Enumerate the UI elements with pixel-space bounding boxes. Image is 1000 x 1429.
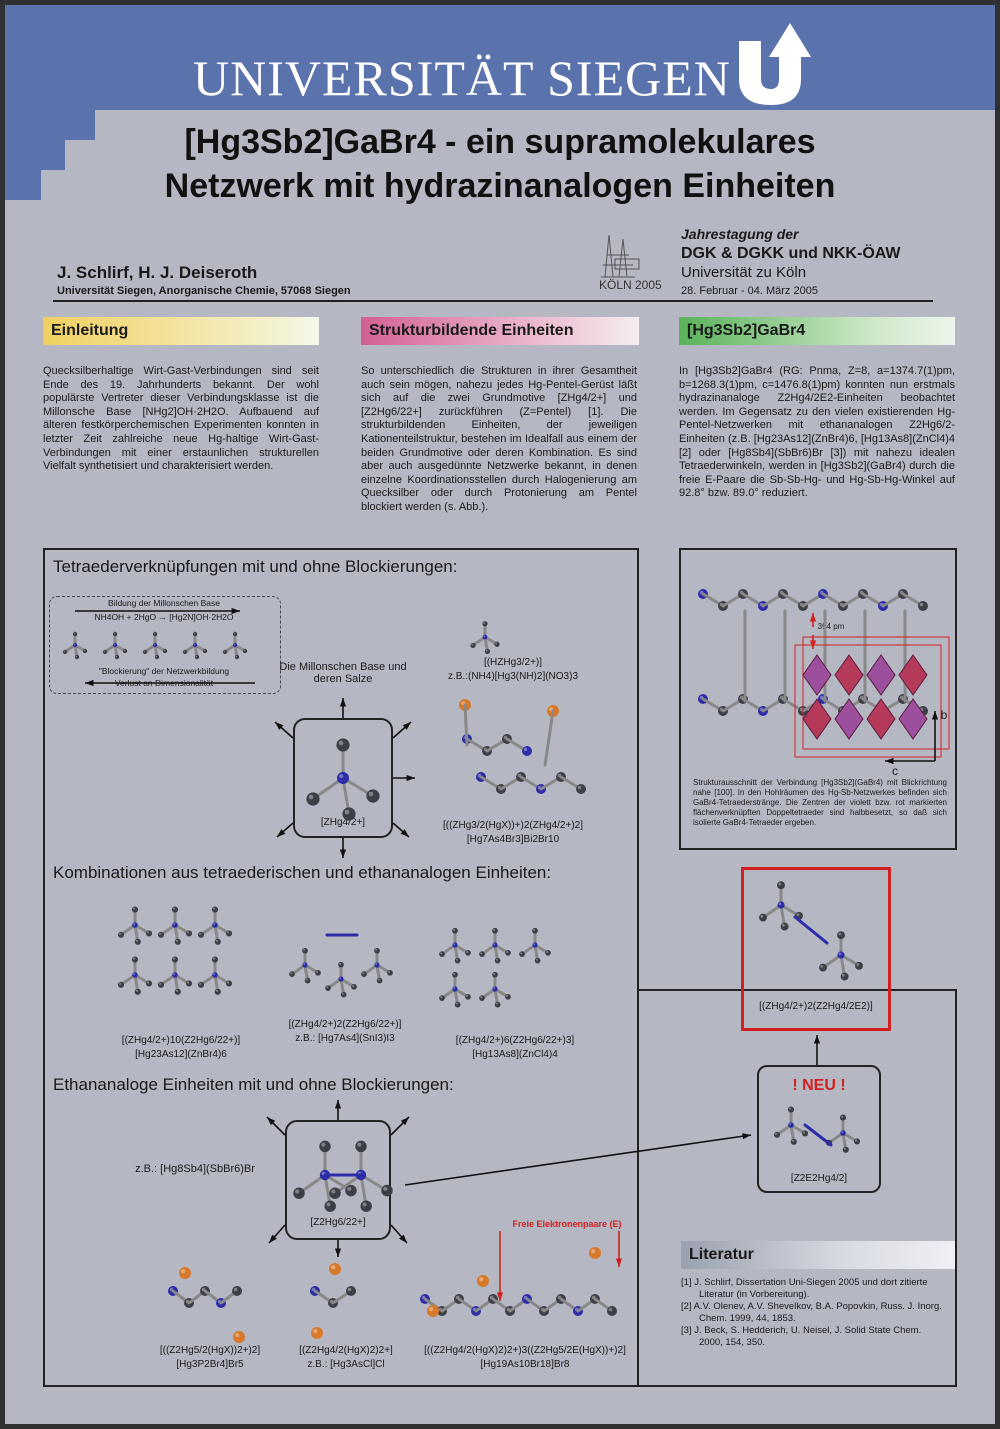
label-komb-3: [(ZHg4/2+)6(Z2Hg6/22+)3] [455, 1035, 575, 1046]
millon-box [49, 596, 281, 694]
millon-salts-label: Die Millonschen Base und deren Salze [279, 661, 407, 685]
millon-loss-label: Verlust an Dimensionalität [114, 678, 214, 688]
millon-top-label: Bildung der Millonschen Base [108, 598, 220, 608]
millon-block-label: "Blockierung" der Netzwerkbildung [98, 666, 230, 676]
verbindung-text: In [Hg3Sb2]GaBr4 (RG: Pnma, Z=8, a=1374.… [679, 365, 955, 500]
section-heading-einleitung: Einleitung [43, 317, 319, 345]
label-komb-1-example: [Hg23As12](ZnBr4)6 [135, 1049, 227, 1060]
tetra-center-box [293, 718, 393, 838]
label-komb-1: [(ZHg4/2+)10(Z2Hg6/22+)] [121, 1035, 241, 1046]
label-zhg32-example: [Hg7As4Br3]Bi2Br10 [466, 834, 560, 845]
structure-caption: Strukturausschnitt der Verbindung [Hg3Sb… [693, 778, 947, 827]
conference-line-2: DGK & DGKK und NKK-ÖAW [681, 245, 901, 262]
conference-line-1: Jahrestagung der [681, 226, 799, 242]
einleitung-text: Quecksilberhaltige Wirt-Gast-Verbindunge… [43, 365, 319, 473]
label-block-1: [((Z2Hg5/2(HgX))2+)2] [159, 1345, 261, 1356]
header-divider [53, 300, 933, 302]
literatur-list: [1] J. Schlirf, Dissertation Uni-Siegen … [681, 1277, 947, 1349]
label-new-unit: [(ZHg4/2+)2(Z2Hg4/2E2)] [759, 1001, 873, 1012]
label-block-3: [((Z2Hg4/2(HgX)2)2+)3((Z2Hg5/2E(HgX))+)2… [424, 1345, 626, 1356]
section-heading-verbindung: [Hg3Sb2]GaBr4 [679, 317, 955, 345]
conference-line-4: 28. Februar - 04. März 2005 [681, 285, 818, 297]
diagram-frame [43, 548, 639, 1387]
literatur-item: [3] J. Beck, S. Hedderich, U. Neisel, J.… [681, 1325, 922, 1348]
heading-kombinationen: Kombinationen aus tetraederischen und et… [53, 863, 552, 882]
label-komb-3-example: [Hg13As8](ZnCl4)4 [472, 1049, 558, 1060]
label-z2e2hg: [Z2E2Hg4/2] [790, 1173, 848, 1184]
header-banner-step [5, 110, 95, 140]
label-zhg42: [ZHg4/2+] [320, 817, 366, 828]
ethan-center-box [285, 1120, 391, 1240]
conference-line-3: Universität zu Köln [681, 264, 807, 281]
poster: UNIVERSITÄT SIEGEN [Hg3Sb2]GaBr4 - ein s… [5, 5, 995, 1424]
university-name: UNIVERSITÄT SIEGEN [193, 50, 731, 106]
label-freie-elektronenpaare: Freie Elektronenpaare (E) [512, 1219, 622, 1229]
label-block-2: [(Z2Hg4/2(HgX)2)2+] [299, 1345, 393, 1356]
header-banner-step [5, 140, 65, 170]
label-hzhg-example: z.B.:(NH4)[Hg3(NH)2](NO3)3 [447, 671, 579, 682]
millon-equation: NH4OH + 2HgO → [Hg2N]OH·2H2O [94, 612, 234, 622]
label-z2hg62: [Z2Hg6/22+] [310, 1217, 366, 1228]
header-banner-step [5, 170, 41, 200]
affiliation: Universität Siegen, Anorganische Chemie,… [57, 285, 351, 297]
label-komb-2: [(ZHg4/2+)2(Z2Hg6/22+)] [288, 1019, 402, 1030]
header-banner [5, 5, 995, 110]
university-logo-icon [739, 23, 811, 105]
label-394pm: 394 pm [817, 622, 845, 631]
section-heading-struktur: Strukturbildende Einheiten [361, 317, 639, 345]
literatur-item: [2] A.V. Olenev, A.V. Shevelkov, B.A. Po… [681, 1301, 942, 1324]
label-komb-2-example: z.B.: [Hg7As4](SnI3)I3 [295, 1033, 395, 1044]
diagram-frame-extension [639, 989, 957, 1387]
conference-info: Jahrestagung der DGK & DGKK und NKK-ÖAW … [681, 225, 901, 301]
authors: J. Schlirf, H. J. Deiseroth [57, 263, 258, 282]
neu-label: ! NEU ! [792, 1077, 846, 1094]
label-block-3-example: [Hg19As10Br18]Br8 [480, 1359, 570, 1370]
axis-c-label: c [892, 764, 898, 778]
neu-box [757, 1065, 881, 1193]
axis-b-label: b [940, 708, 948, 722]
literatur-item: [1] J. Schlirf, Dissertation Uni-Siegen … [681, 1277, 928, 1300]
label-ethan-example: z.B.: [Hg8Sb4](SbBr6)Br [135, 1163, 255, 1175]
heading-ethan: Ethananaloge Einheiten mit und ohne Bloc… [53, 1075, 454, 1094]
new-unit-box [741, 867, 891, 1031]
title-line-2: Netzwerk mit hydrazinanalogen Einheiten [164, 167, 836, 205]
label-block-1-example: [Hg3P2Br4]Br5 [176, 1359, 244, 1370]
poster-title: [Hg3Sb2]GaBr4 - ein supramolekulares Net… [55, 120, 945, 208]
label-block-2-example: z.B.: [Hg3AsCl]Cl [307, 1359, 385, 1370]
title-line-1: [Hg3Sb2]GaBr4 - ein supramolekulares [184, 123, 816, 161]
struktur-text: So unterschiedlich die Strukturen in ihr… [361, 365, 637, 513]
label-hzhg: [(HZHg3/2+)] [483, 657, 543, 668]
cologne-cathedral-logo-icon: KÖLN 2005 [599, 234, 662, 292]
literatur-heading: Literatur [681, 1241, 955, 1269]
label-zhg32: [((ZHg3/2(HgX))+)2(ZHg4/2+)2] [442, 820, 584, 831]
cologne-logo-text: KÖLN 2005 [599, 278, 662, 292]
heading-tetraeder: Tetraederverknüpfungen mit und ohne Bloc… [53, 557, 458, 576]
